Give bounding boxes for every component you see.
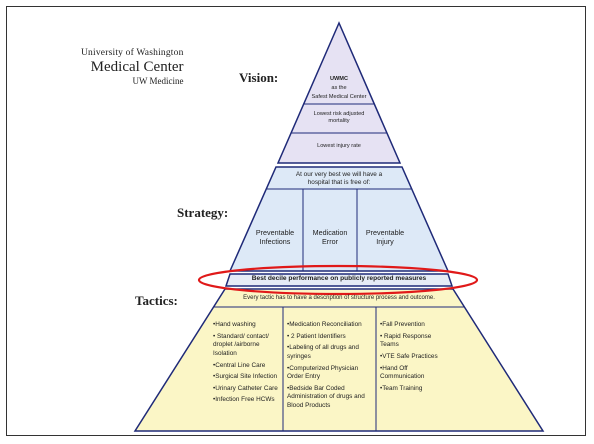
tactics-infections-list: •Hand washing • Standard/ contact/ dropl… — [213, 321, 281, 408]
slide: University of Washington Medical Center … — [6, 6, 586, 436]
list-item: •Team Training — [380, 384, 423, 392]
list-item: •Fall Prevention — [380, 321, 425, 328]
list-item: •Urinary Catheter Care — [213, 384, 278, 392]
list-item: •VTE Safe Practices — [380, 352, 438, 360]
vision-statement: UWMC as the Safest Medical Center — [311, 76, 367, 101]
highlight-ellipse — [197, 264, 479, 296]
tactics-label: Tactics: — [135, 293, 178, 308]
list-item: •Labeling of all drugs and syringes — [287, 344, 359, 360]
pyramid-diagram — [133, 21, 545, 432]
list-item: •Bedside Bar Coded Administration of dru… — [287, 384, 365, 410]
banner-section — [224, 273, 454, 287]
list-item: •Central Line Care — [213, 361, 266, 369]
vision-mortality: Lowest risk adjusted mortality — [313, 111, 365, 124]
list-item: •Computerized Physician Order Entry — [287, 364, 359, 381]
tactics-injury-list: •Fall Prevention • Rapid Response Teams … — [380, 321, 450, 396]
list-item: • Rapid Response Teams — [380, 332, 432, 349]
list-item: •Hand washing — [213, 321, 256, 328]
strategy-infections: Preventable Infections — [255, 228, 295, 246]
list-item: •Hand Off Communication — [380, 364, 425, 381]
tactics-medication-list: •Medication Reconciliation • 2 Patient I… — [287, 321, 373, 414]
strategy-medication-error: Medication Error — [312, 228, 348, 246]
strategy-injury: Preventable Injury — [365, 228, 405, 246]
list-item: •Surgical Site Infection — [213, 373, 278, 381]
list-item: •Medication Reconciliation — [287, 321, 362, 328]
tactics-section — [133, 288, 545, 432]
list-item: • 2 Patient Identifiers — [287, 332, 346, 340]
vision-injury-rate: Lowest injury rate — [317, 143, 361, 149]
strategy-label: Strategy: — [177, 205, 229, 220]
uw-medicine-logo: University of Washington Medical Center … — [81, 48, 184, 86]
best-decile-banner: Best decile performance on publicly repo… — [251, 275, 427, 282]
strategy-header: At our very best we will have a hospital… — [295, 171, 383, 186]
vision-label: Vision: — [239, 70, 279, 85]
list-item: • Standard/ contact/ droplet /airborne I… — [213, 332, 269, 357]
list-item: •Infection Free HCWs — [213, 396, 275, 404]
tactics-header: Every tactic has to have a description o… — [243, 295, 435, 301]
vision-section — [276, 21, 402, 164]
